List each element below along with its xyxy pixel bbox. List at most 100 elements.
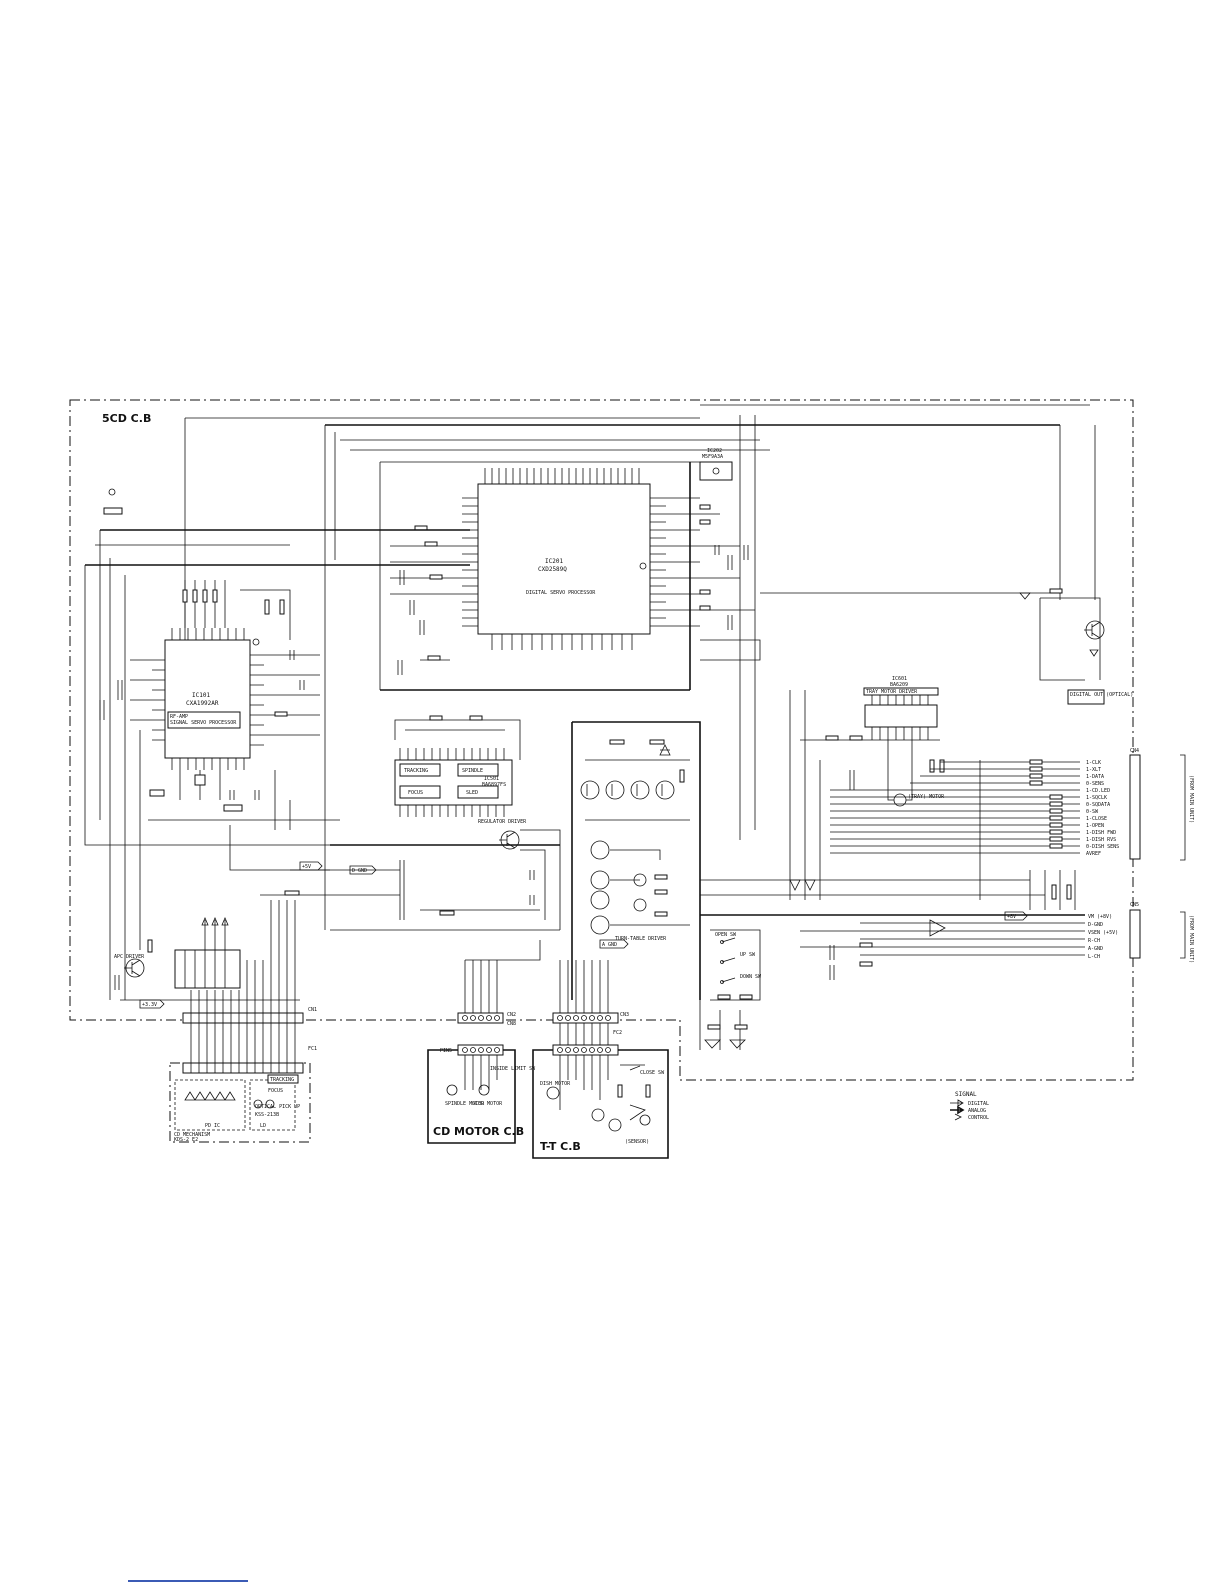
svg-text:INSIDE LIMIT SW: INSIDE LIMIT SW (490, 1066, 536, 1072)
cn4-wires (830, 759, 1080, 854)
svg-text:CN8: CN8 (507, 1021, 516, 1027)
ic201-left-passives (390, 525, 462, 675)
svg-text:KDS-2 E2: KDS-2 E2 (174, 1137, 198, 1143)
svg-text:CLOSE SW: CLOSE SW (640, 1070, 665, 1076)
tt-board: DISH MOTOR CLOSE SW (SENSOR) T-T C.B (532, 1044, 669, 1159)
switch-block: OPEN SW UP SW DOWN SW (699, 929, 762, 1050)
tp-label (103, 507, 123, 515)
cn5-pin-1: VM (+8V) (1088, 914, 1112, 920)
ic201-right-pins (650, 497, 666, 627)
cn4-pin-2: 1-XLT (1086, 767, 1101, 773)
svg-text:DISH MOTOR: DISH MOTOR (540, 1081, 571, 1087)
svg-text:DOWN SW: DOWN SW (740, 974, 762, 980)
svg-text:IC101: IC101 (192, 692, 210, 699)
ic202: IC202 M5F9A3A (699, 448, 733, 481)
svg-text:PIN5: PIN5 (440, 1048, 452, 1054)
cn4-pin-3: 1-DATA (1086, 774, 1104, 780)
ic601-tray-driver: IC601 BA6209 TRAY MOTOR DRIVER TRAY MOTO… (800, 676, 945, 807)
cn5-pin-3: VSEN (+5V) (1088, 930, 1118, 936)
cn4-connector: CN4 1-CLK 1-XLT 1-DATA 0-SENS 1-CD.LED 1… (830, 748, 1194, 861)
legend-title: SIGNAL (955, 1091, 977, 1098)
cn5-pin-6: L-CH (1088, 954, 1100, 960)
bottom-scrollbar[interactable] (0, 1577, 1225, 1585)
cn5-wires (700, 914, 1085, 980)
cn2-connector: CN2 CN8 (457, 940, 541, 1027)
svg-text:FOCUS: FOCUS (408, 790, 423, 796)
svg-text:FC2: FC2 (613, 1030, 622, 1036)
cn4-pin-14: AVREF (1086, 851, 1101, 857)
cn4-pin-10: 1-OPEN (1086, 823, 1104, 829)
svg-text:T-T C.B: T-T C.B (540, 1140, 581, 1153)
svg-text:SLED MOTOR: SLED MOTOR (472, 1101, 503, 1107)
cn4-pin-1: 1-CLK (1086, 760, 1101, 766)
digital-out-block: DIGITAL OUT (OPTICAL) (760, 588, 1133, 705)
svg-text:TRAY MOTOR DRIVER: TRAY MOTOR DRIVER (866, 689, 918, 695)
svg-text:A GND: A GND (602, 942, 617, 948)
board-outline (69, 399, 1134, 1081)
right-vertical-wires (700, 690, 1076, 910)
regulator-driver: REGULATOR DRIVER (478, 819, 561, 930)
ic101-passives (99, 580, 320, 830)
ic201-top-pins (484, 468, 640, 484)
svg-text:CN3: CN3 (620, 1012, 629, 1018)
cn4-pin-12: 1-DISH RVS (1086, 837, 1116, 843)
scroll-thumb[interactable] (128, 1580, 248, 1582)
svg-text:CN5: CN5 (1130, 902, 1139, 908)
svg-text:CN2: CN2 (507, 1012, 516, 1018)
svg-text:IC202: IC202 (707, 448, 722, 454)
legend-analog: ANALOG (968, 1108, 986, 1114)
ic201-right-passives (666, 497, 761, 661)
svg-text:+3.3V: +3.3V (142, 1002, 157, 1008)
svg-text:BA6209: BA6209 (890, 682, 908, 688)
center-rails (260, 844, 560, 931)
cn4-pin-4: 0-SENS (1086, 781, 1104, 787)
svg-text:IC601: IC601 (892, 676, 907, 682)
svg-text:FOCUS: FOCUS (268, 1088, 283, 1094)
cn5-connector: CN5 VM (+8V) D-GND VSEN (+5V) R-CH A-GND… (700, 902, 1194, 980)
left-wiring (84, 529, 470, 1001)
svg-text:LD: LD (260, 1123, 266, 1129)
cn4-source: (FROM MAIN UNIT) (1188, 775, 1194, 823)
ic201-bottom-pins (491, 634, 633, 650)
svg-text:SLED: SLED (466, 790, 478, 796)
cn5-source: (FROM MAIN UNIT) (1188, 915, 1194, 963)
cd-mechanism-box: TRACKING FOCUS OPTICAL PICK UP KSS-213B … (169, 1062, 311, 1143)
cn3-connector: CN3 FC2 (552, 960, 629, 1045)
svg-text:D GND: D GND (352, 868, 367, 874)
svg-text:SIGNAL SERVO PROCESSOR: SIGNAL SERVO PROCESSOR (170, 720, 237, 726)
motor-driver-transistors: TURN-TABLE DRIVER (571, 721, 701, 1000)
svg-text:BA6897FS: BA6897FS (482, 782, 506, 788)
cn5-pin-2: D-GND (1088, 922, 1103, 928)
ic501-driver: TRACKING SPINDLE FOCUS SLED IC501 BA6897… (394, 715, 521, 817)
svg-text:TRACKING: TRACKING (270, 1077, 294, 1083)
rail-tags: +5V +8V D GND A GND +3.3V (139, 861, 1028, 1009)
cn4-pin-9: 1-CLOSE (1086, 816, 1107, 822)
svg-text:SPINDLE: SPINDLE (462, 768, 483, 774)
svg-text:OPEN SW: OPEN SW (715, 932, 737, 938)
svg-text:IC501: IC501 (484, 776, 499, 782)
svg-text:TURN-TABLE DRIVER: TURN-TABLE DRIVER (615, 936, 667, 942)
svg-text:CN1: CN1 (308, 1007, 317, 1013)
cn5-pin-4: R-CH (1088, 938, 1100, 944)
cn4-pin-11: 1-DISH FWD (1086, 830, 1116, 836)
svg-text:+5V: +5V (302, 864, 311, 870)
svg-text:OPTICAL PICK UP: OPTICAL PICK UP (255, 1104, 300, 1110)
board-title: 5CD C.B (102, 412, 151, 425)
cn1-connector: CN1 FC1 (182, 900, 317, 1074)
svg-text:PD IC: PD IC (205, 1123, 220, 1129)
svg-text:CD MOTOR C.B: CD MOTOR C.B (433, 1125, 524, 1138)
test-point (108, 488, 116, 496)
signal-legend: SIGNAL DIGITAL ANALOG CONTROL (950, 1091, 989, 1121)
cn4-pin-8: 0-SW (1086, 809, 1099, 815)
apc-driver: APC DRIVER (114, 939, 153, 990)
svg-text:UP SW: UP SW (740, 952, 756, 958)
ic201-part: CXD2589Q (538, 566, 567, 573)
svg-text:FC1: FC1 (308, 1046, 317, 1052)
cn4-pin-13: 0-DISH SENS (1086, 844, 1119, 850)
cn5-pin-5: A-GND (1088, 946, 1103, 952)
svg-text:+8V: +8V (1007, 914, 1016, 920)
top-bus-wires (184, 404, 1096, 930)
ld-pd-block (174, 916, 241, 989)
